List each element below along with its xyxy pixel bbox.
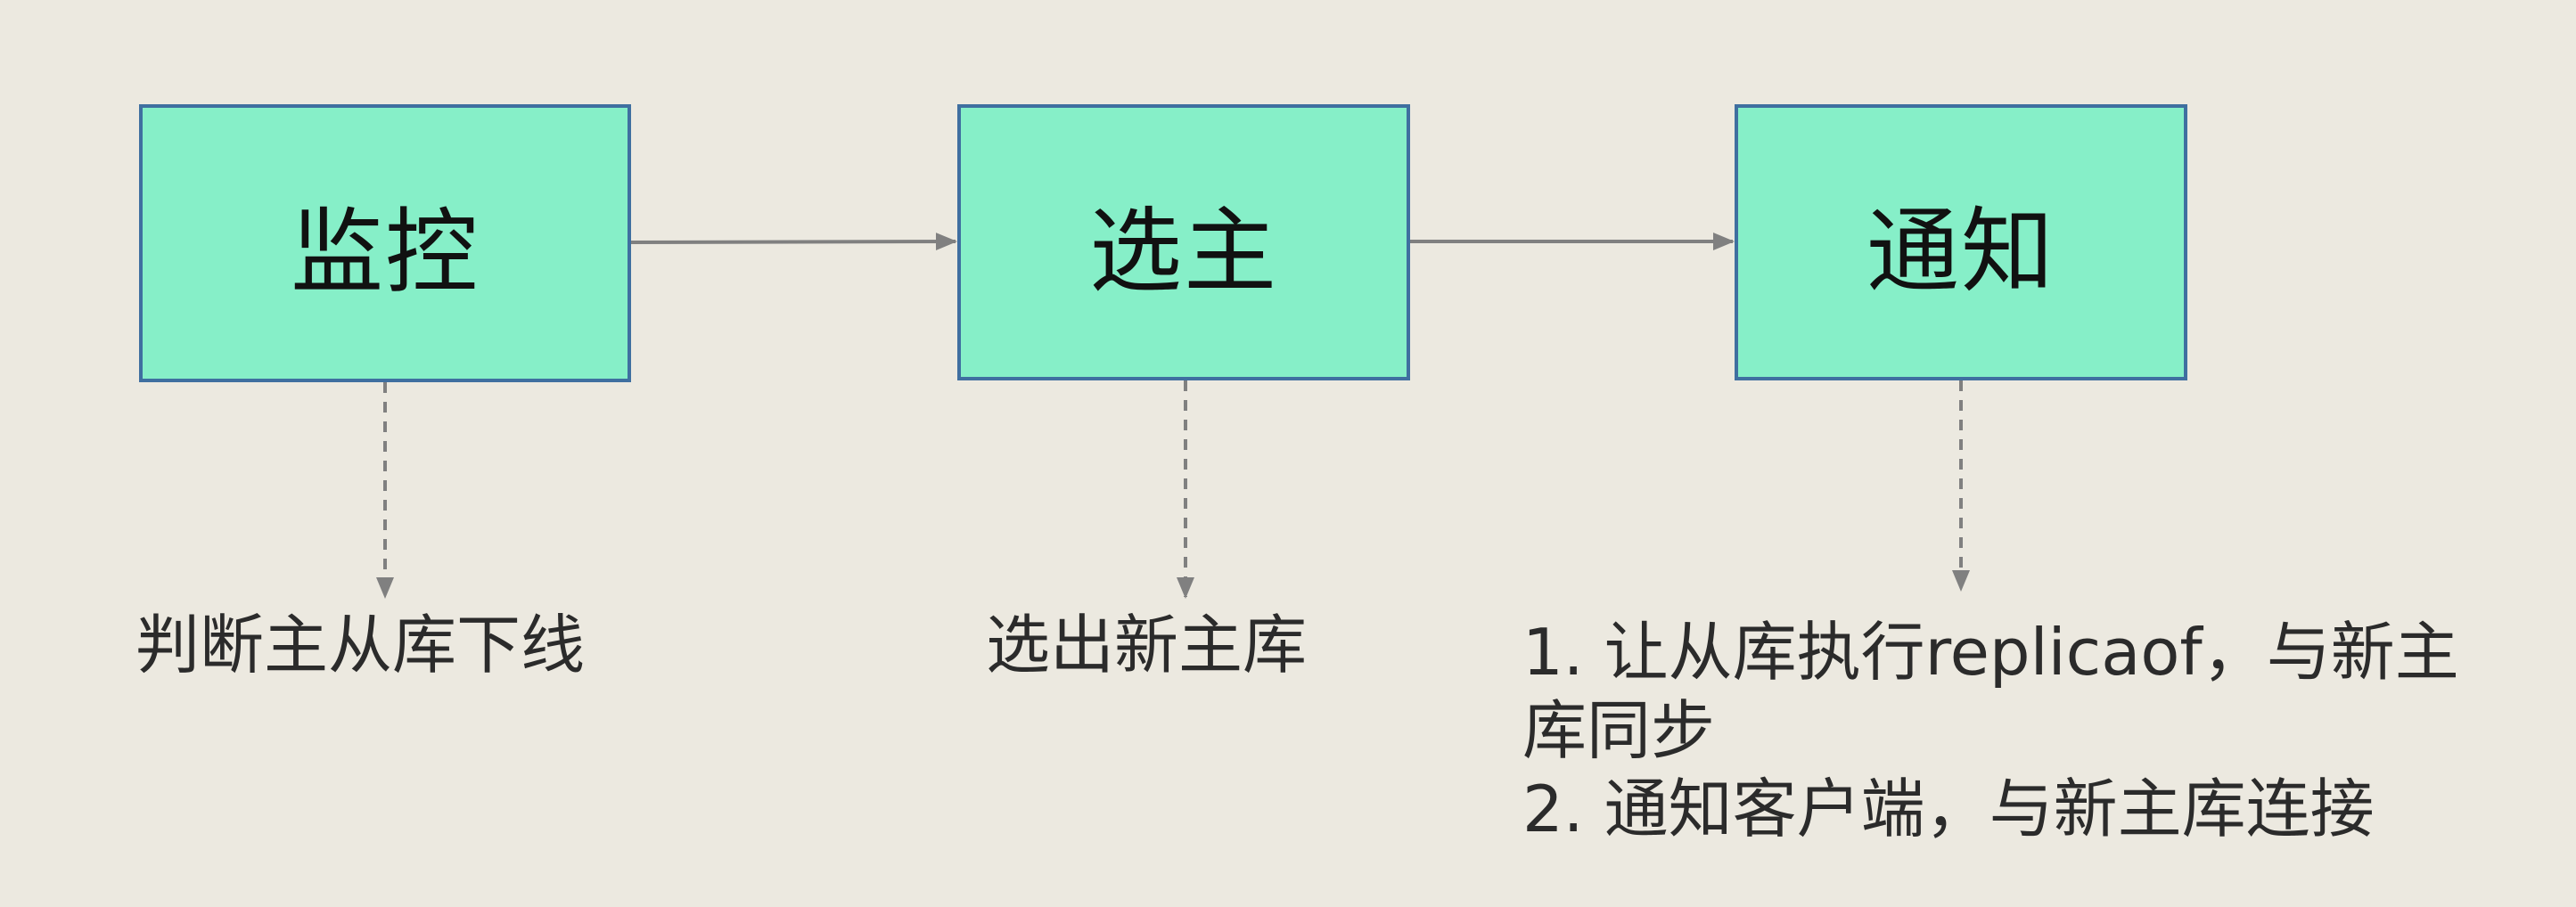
result-monitor: 判断主从库下线 [135, 606, 585, 684]
result-monitor-line: 判断主从库下线 [135, 608, 586, 682]
step-box-monitor: 监控 [139, 104, 631, 382]
result-elect-leader: 选出新主库 [986, 606, 1307, 684]
result-notify-line-2: 2. 通知客户端，与新主库连接 [1522, 772, 2375, 846]
step-label-notify: 通知 [1866, 196, 2055, 306]
step-label-monitor: 监控 [290, 197, 480, 306]
arrow-monitor-to-elect [630, 233, 957, 251]
step-box-elect-leader: 选主 [957, 104, 1410, 380]
step-box-notify: 通知 [1735, 104, 2187, 380]
step-label-elect-leader: 选主 [1088, 196, 1278, 306]
result-notify: 1. 让从库执行replicaof，与新主 库同步 2. 通知客户端，与新主库连… [1522, 613, 2459, 848]
result-notify-line-1: 1. 让从库执行replicaof，与新主 [1522, 615, 2459, 690]
result-elect-leader-line: 选出新主库 [986, 608, 1308, 682]
result-notify-line-1-cont: 库同步 [1522, 693, 1716, 768]
